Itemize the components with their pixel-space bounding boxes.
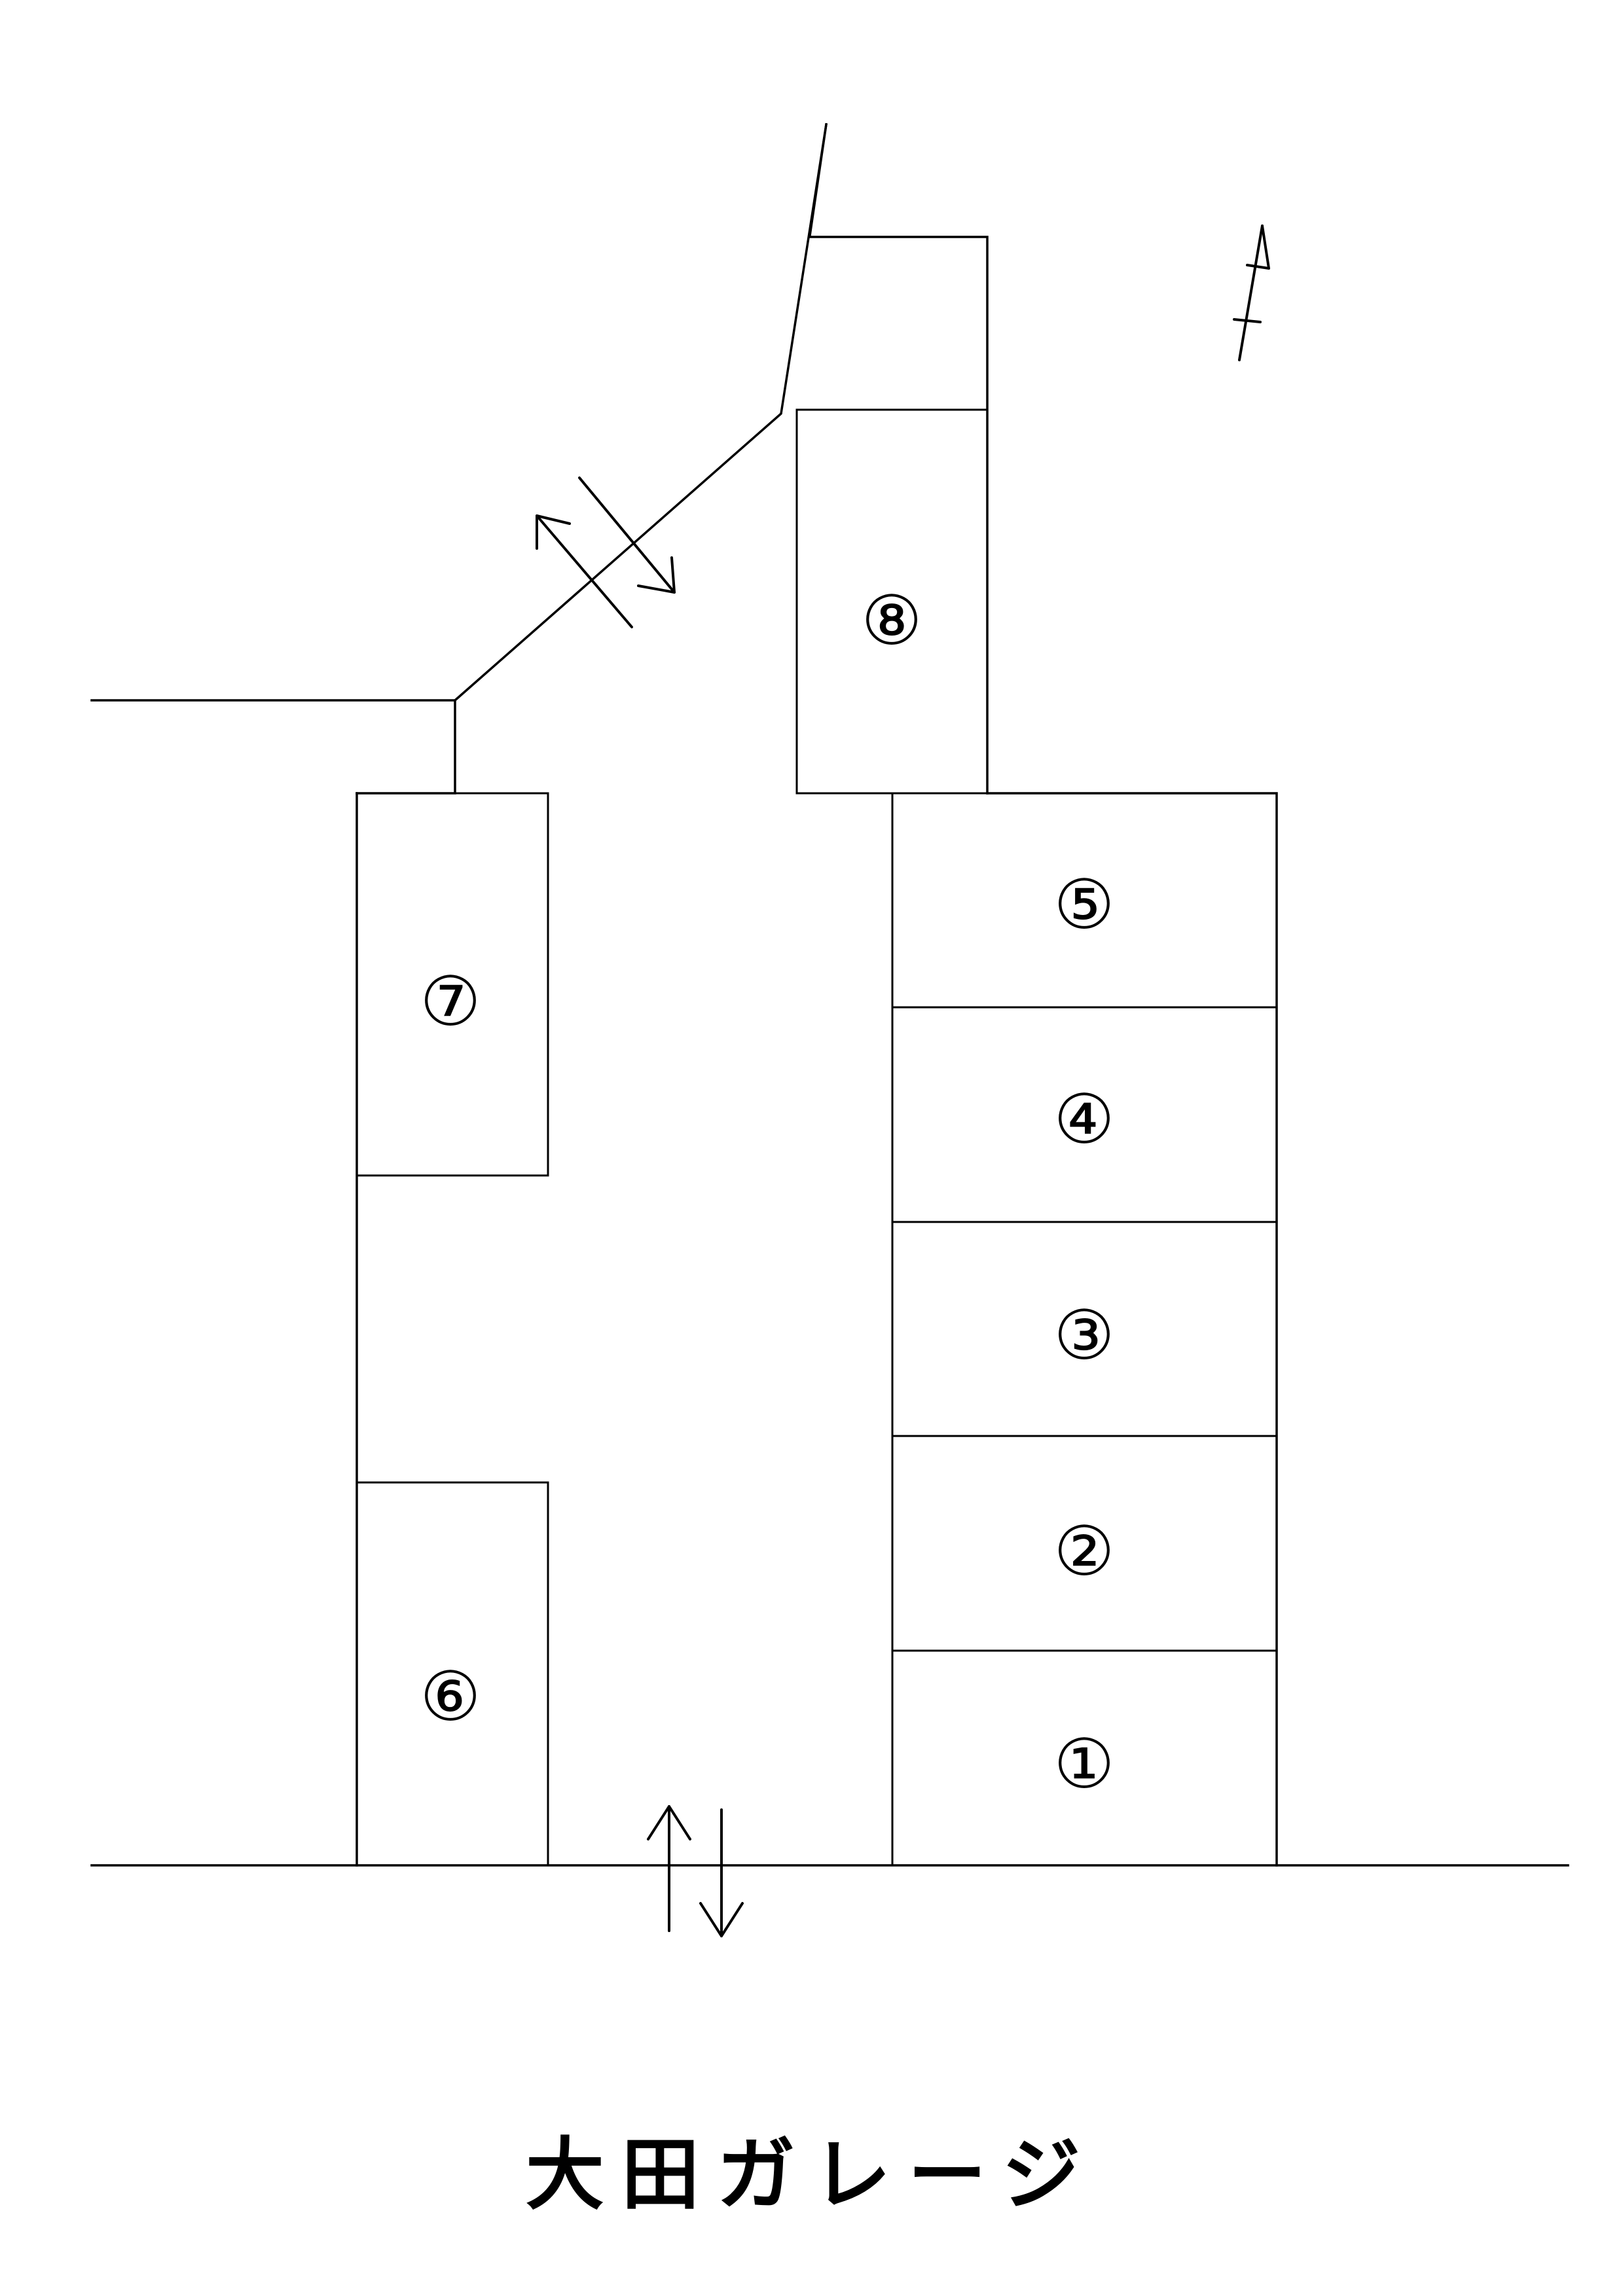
entrance-arrows-front: [647, 1805, 744, 1937]
arrow-down-head-icon: [699, 1902, 744, 1937]
slot-label-3: ③: [1053, 1295, 1114, 1375]
arrow-nw-icon: [536, 514, 633, 628]
slot-label-2: ②: [1053, 1511, 1114, 1591]
north-west-boundary: [90, 699, 456, 795]
lot-outline-east: [986, 792, 1278, 1867]
slot-label-5: ⑤: [1053, 865, 1114, 944]
arrow-nw-head-icon: [536, 514, 571, 550]
slot-label-8: ⑧: [861, 581, 922, 660]
arrow-se-icon: [578, 476, 676, 594]
arrow-se-head-icon: [637, 556, 676, 594]
slot-label-4: ④: [1053, 1079, 1114, 1159]
slot-label-6: ⑥: [420, 1657, 481, 1736]
parking-slot-1: [891, 1649, 1278, 1867]
road-edge-line: [809, 123, 828, 237]
north-arrow-icon: [1233, 224, 1270, 361]
slot-label-7: ⑦: [420, 961, 481, 1041]
slot-label-1: ①: [1053, 1724, 1114, 1804]
entrance-arrows-diagonal: [536, 476, 676, 628]
parking-slot-7: [356, 792, 549, 1177]
parking-slot-6: [356, 1481, 549, 1867]
parking-slot-8: [795, 408, 989, 795]
garage-name-title: 大田ガレージ: [525, 2130, 1098, 2221]
diagonal-access-road: [453, 123, 828, 702]
north-annex-outline: [809, 236, 989, 795]
arrow-up-head-icon: [647, 1805, 691, 1840]
